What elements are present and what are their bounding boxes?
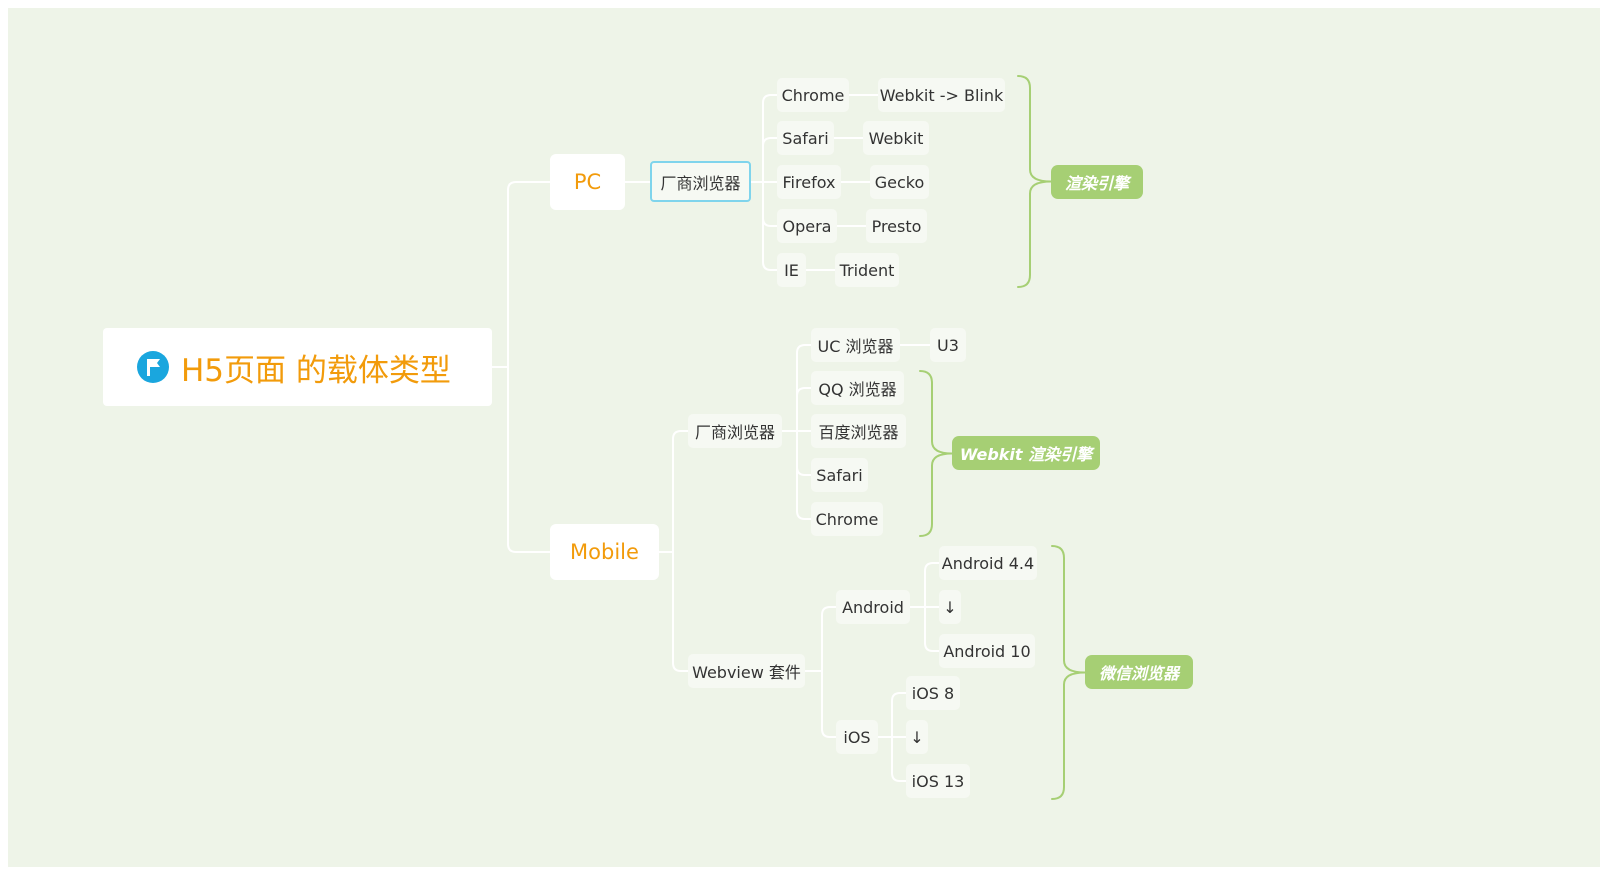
summary-render-engine[interactable]: 渲染引擎 (1051, 165, 1143, 199)
ios-versions-link-2 (891, 736, 907, 782)
topic-mobile[interactable]: Mobile (550, 524, 659, 580)
mobile-browsers-link-3 (796, 430, 812, 476)
mobile-branches-link-0 (672, 430, 689, 553)
topic-mobile-chrome[interactable]: Chrome (811, 502, 883, 536)
topic-android-4-4[interactable]: Android 4.4 (939, 546, 1037, 580)
topic-ios-8[interactable]: iOS 8 (906, 676, 960, 710)
summary-wechat-browser[interactable]: 微信浏览器 (1085, 655, 1193, 689)
topic-ios-arrow[interactable]: ↓ (906, 720, 928, 754)
topic-android[interactable]: Android (836, 590, 910, 624)
topic-engine-webkit[interactable]: Webkit (863, 121, 929, 155)
topic-browser-ie[interactable]: IE (777, 253, 806, 287)
topic-pc-vendor-browsers[interactable]: 厂商浏览器 (650, 161, 751, 202)
mobile-browsers-link-0 (796, 344, 812, 432)
topic-engine-webkit-blink[interactable]: Webkit -> Blink (878, 78, 1005, 112)
topic-ios[interactable]: iOS (836, 720, 878, 754)
topic-mobile-safari[interactable]: Safari (811, 458, 868, 492)
topic-browser-safari[interactable]: Safari (777, 121, 834, 155)
topic-uc-browser[interactable]: UC 浏览器 (811, 328, 900, 362)
topic-browser-chrome[interactable]: Chrome (777, 78, 849, 112)
root-topic[interactable]: H5页面 的载体类型 (103, 328, 492, 406)
pc-engine-brace (1017, 75, 1052, 288)
mindmap-canvas: H5页面 的载体类型 PC 厂商浏览器 Chrome Webkit -> Bli… (8, 8, 1600, 867)
pc-browsers-link-4 (762, 181, 778, 271)
root-branches-link-0 (507, 181, 551, 368)
webview-branches-link-1 (821, 670, 837, 738)
topic-engine-gecko[interactable]: Gecko (870, 165, 929, 199)
webview-branches-link-0 (821, 606, 837, 672)
android-versions-link-0 (924, 562, 940, 608)
ios-versions-link-0 (891, 692, 907, 738)
flag-icon (137, 351, 169, 383)
topic-baidu-browser[interactable]: 百度浏览器 (811, 414, 906, 448)
topic-android-arrow[interactable]: ↓ (939, 590, 961, 624)
topic-qq-browser[interactable]: QQ 浏览器 (811, 371, 904, 405)
pc-browsers-link-3 (762, 181, 778, 227)
topic-engine-presto[interactable]: Presto (866, 209, 927, 243)
root-branches-link-1 (507, 366, 551, 553)
root-title: H5页面 的载体类型 (181, 352, 451, 389)
topic-pc[interactable]: PC (550, 154, 625, 210)
topic-browser-opera[interactable]: Opera (777, 209, 837, 243)
topic-mobile-vendor-browsers[interactable]: 厂商浏览器 (688, 414, 782, 448)
topic-engine-u3[interactable]: U3 (930, 328, 966, 362)
topic-android-10[interactable]: Android 10 (939, 634, 1035, 668)
mobile-browsers-link-4 (796, 430, 812, 520)
topic-webview-suite[interactable]: Webview 套件 (688, 654, 805, 688)
pc-browsers-link-0 (762, 94, 778, 183)
topic-browser-firefox[interactable]: Firefox (777, 165, 841, 199)
topic-engine-trident[interactable]: Trident (835, 253, 899, 287)
mobile-branches-link-1 (672, 551, 689, 672)
pc-browsers-link-1 (762, 137, 778, 183)
android-versions-link-2 (924, 606, 940, 652)
mobile-webkit-brace (919, 370, 953, 537)
mobile-browsers-link-1 (796, 387, 812, 432)
connector-lines (491, 75, 1086, 800)
wechat-brace (1051, 545, 1086, 800)
summary-webkit-render-engine[interactable]: Webkit 渲染引擎 (952, 436, 1100, 470)
topic-ios-13[interactable]: iOS 13 (906, 764, 970, 798)
